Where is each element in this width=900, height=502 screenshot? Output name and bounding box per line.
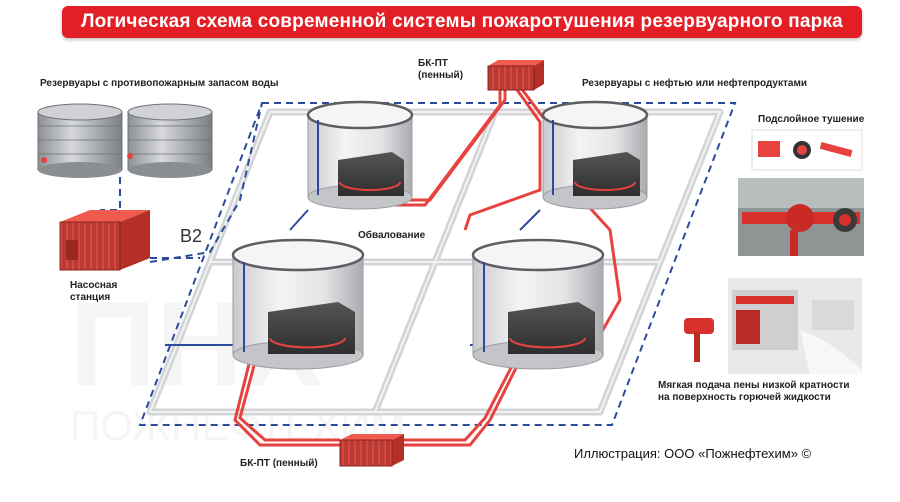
oil-tanks-label: Резервуары с нефтью или нефтепродуктами xyxy=(582,78,807,89)
foam-unit-top xyxy=(487,60,544,91)
oil-tank-bottom-left xyxy=(231,238,365,370)
subsurface-label: Подслойное тушение xyxy=(758,114,865,125)
oil-tank-bottom-right xyxy=(471,238,605,370)
soft-foam-photo xyxy=(728,278,862,374)
water-tank-right xyxy=(127,103,213,178)
pump-station xyxy=(59,210,150,271)
b2-label: В2 xyxy=(180,226,203,246)
pump-station-label: Насосная станция xyxy=(70,280,118,303)
foam-unit-top-label: БК-ПТ (пенный) xyxy=(418,58,464,81)
subsurface-photo xyxy=(738,178,864,256)
water-tank-left xyxy=(37,103,123,178)
oil-tank-top-right xyxy=(541,100,649,210)
illustration-credit: Иллюстрация: ООО «Пожнефтехим» © xyxy=(574,446,812,461)
subsurface-components xyxy=(751,129,863,171)
foam-chamber-icon xyxy=(684,318,714,362)
foam-unit-bottom-label: БК-ПТ (пенный) xyxy=(240,458,318,469)
page-title: Логическая схема современной системы пож… xyxy=(81,11,843,32)
oil-tank-top-left xyxy=(306,100,414,210)
soft-foam-label: Мягкая подача пены низкой кратности на п… xyxy=(658,380,850,403)
foam-unit-bottom xyxy=(339,434,404,467)
embankment-label: Обвалование xyxy=(358,230,426,241)
watermark: ПНХ ПОЖНЕФТЕХИМ xyxy=(70,150,760,449)
title-bar: Логическая схема современной системы пож… xyxy=(62,6,862,38)
water-tanks-label: Резервуары с противопожарным запасом вод… xyxy=(40,78,279,89)
